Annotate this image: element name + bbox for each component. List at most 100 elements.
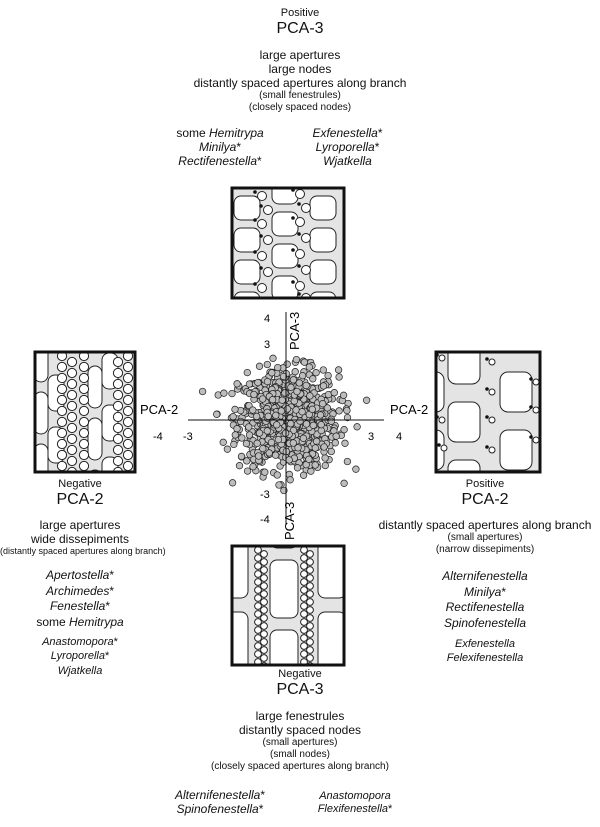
scatter-point xyxy=(316,411,325,419)
scatter-point xyxy=(233,425,241,433)
scatter-point xyxy=(331,439,339,447)
scatter-point xyxy=(289,376,298,384)
aperture-circle xyxy=(56,372,68,384)
aperture-circle xyxy=(488,416,496,424)
taxon-entry: Rectifenestella xyxy=(445,600,525,615)
scatter-point xyxy=(278,396,286,404)
fenestrule-window xyxy=(269,629,299,665)
node-dot xyxy=(253,218,257,222)
scatter-point xyxy=(353,423,361,431)
aperture-circle xyxy=(122,416,134,428)
box-frame xyxy=(33,350,137,474)
aperture-circle xyxy=(532,406,540,414)
aperture-circle xyxy=(306,598,314,606)
node-dot xyxy=(485,387,489,391)
taxon-entry: Wjatkella xyxy=(57,664,103,677)
fenestrule-window xyxy=(89,469,101,472)
left-caption: Negative PCA-2 large apertures wide diss… xyxy=(0,478,166,557)
scatter-point xyxy=(238,434,246,442)
node-dot xyxy=(437,443,441,447)
aperture-circle xyxy=(306,638,314,646)
scatter-point xyxy=(327,417,335,425)
aperture-circle xyxy=(112,356,124,368)
scatter-point xyxy=(287,383,295,391)
scatter-point xyxy=(265,449,273,457)
aperture-circle xyxy=(56,405,68,417)
aperture-circle xyxy=(295,217,305,227)
aperture-circle xyxy=(56,460,68,472)
aperture-circle xyxy=(306,582,314,590)
node-dot xyxy=(485,415,489,419)
scatter-point xyxy=(213,410,221,418)
scatter-point xyxy=(343,413,352,422)
aperture-circle xyxy=(112,433,124,445)
aperture-circle xyxy=(78,449,90,461)
taxon-entry: Alternifenestella xyxy=(442,569,528,583)
scatter-point xyxy=(274,363,282,372)
bottom-trait: distantly spaced nodes xyxy=(238,723,362,737)
taxon-entry: Flexifenestella* xyxy=(317,802,393,815)
scatter-point xyxy=(252,412,261,421)
aperture-circle xyxy=(56,383,68,395)
top-taxa-right: Exfenestella* Lyroporella* Wjatkella xyxy=(280,126,415,168)
aperture-circle xyxy=(263,235,273,245)
scatter-point xyxy=(268,396,277,404)
top-trait: large nodes xyxy=(268,62,332,76)
fenestrule-window xyxy=(499,371,533,413)
scatter-point xyxy=(263,377,272,386)
left-taxa-group1: Apertostella* Archimedes* Fenestella* so… xyxy=(0,568,160,630)
aperture-circle xyxy=(78,416,90,428)
scatter-point xyxy=(249,463,257,471)
fenestrule-window xyxy=(233,227,261,253)
node-dot xyxy=(529,377,533,381)
bottom-taxa-left: Alternifenestella* Spinofenestella* xyxy=(150,788,290,816)
scatter-points xyxy=(198,354,371,495)
taxon-entry: some Hemitrypa xyxy=(36,614,124,629)
scatter-point xyxy=(273,471,281,479)
scatter-point xyxy=(309,421,317,429)
y-tick-label: -4 xyxy=(260,514,270,526)
aperture-circle xyxy=(66,411,78,423)
scatter-point xyxy=(243,368,251,377)
scatter-point xyxy=(305,363,313,371)
scatter-point xyxy=(281,389,289,397)
top-taxa-left: some Hemitrypa Minilya* Rectifenestella* xyxy=(150,126,290,168)
bottom-minor-trait: (small nodes) xyxy=(269,748,331,760)
left-axis-title: PCA-2 xyxy=(56,490,104,508)
scatter-point xyxy=(286,476,294,484)
aperture-circle xyxy=(112,378,124,390)
taxon-entry: Anastomopora* xyxy=(42,636,118,648)
aperture-circle xyxy=(56,352,68,362)
fenestrule-window xyxy=(233,259,261,285)
fenestrule-window xyxy=(238,188,256,189)
aperture-circle xyxy=(300,610,308,618)
fenestrule-window xyxy=(309,291,337,298)
scatter-point xyxy=(298,408,306,416)
aperture-circle xyxy=(112,367,124,379)
aperture-circle xyxy=(300,578,308,586)
aperture-circle xyxy=(295,281,305,291)
scatter-point xyxy=(362,396,371,404)
top-trait: distantly spaced apertures along branch xyxy=(193,76,407,91)
scatter-point xyxy=(242,439,251,448)
scatter-point xyxy=(268,369,276,377)
y-tick-label: -3 xyxy=(260,489,270,501)
bottom-minor-trait: (small apertures) xyxy=(262,737,338,749)
aperture-circle xyxy=(122,438,134,450)
aperture-circle xyxy=(78,405,90,417)
aperture-circle xyxy=(122,383,134,395)
scatter-point xyxy=(285,456,293,464)
scatter-point xyxy=(243,467,252,475)
aperture-circle xyxy=(254,642,262,650)
aperture-circle xyxy=(66,444,78,456)
aperture-circle xyxy=(78,372,90,384)
aperture-circle xyxy=(438,354,446,362)
scatter-point xyxy=(228,479,237,487)
scatter-point xyxy=(312,437,321,445)
aperture-circle xyxy=(260,646,268,654)
fenestrule-window xyxy=(233,291,261,298)
aperture-circle xyxy=(260,598,268,606)
aperture-circle xyxy=(300,642,308,650)
aperture-circle xyxy=(66,433,78,445)
scatter-point xyxy=(321,461,329,470)
